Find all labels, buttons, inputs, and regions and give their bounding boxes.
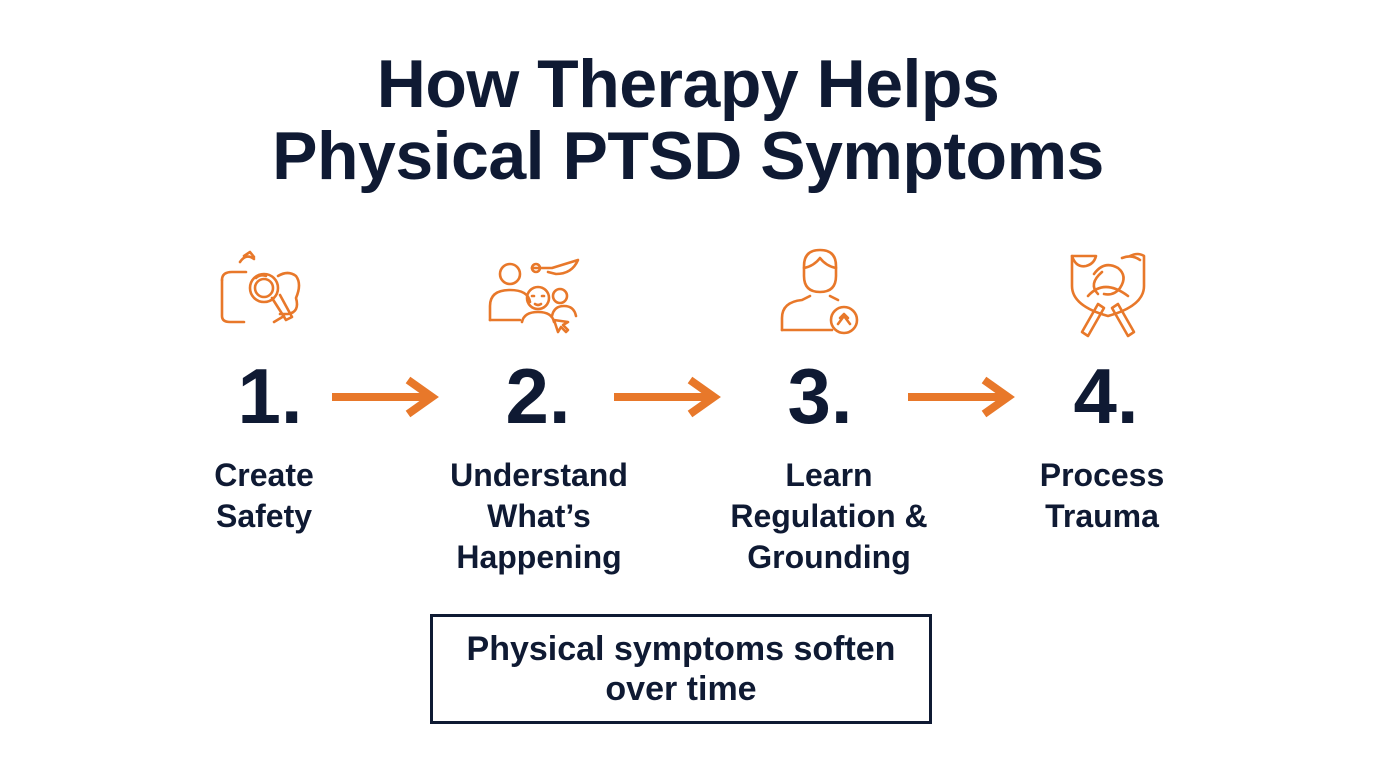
safety-magnifier-icon xyxy=(212,240,312,340)
step-1-label-line: Create xyxy=(214,457,314,493)
step-4-label-line: Process xyxy=(1039,457,1165,493)
step-1-number: 1. xyxy=(237,352,303,440)
step-1-label: Create Safety xyxy=(144,455,384,537)
step-2-label: Understand What’s Happening xyxy=(419,455,659,578)
step-2-number: 2. xyxy=(505,352,571,440)
step-3-label-line: Regulation & xyxy=(730,498,928,534)
person-regulation-icon xyxy=(770,242,870,342)
step-3-label: Learn Regulation & Grounding xyxy=(709,455,949,578)
arrow-2-to-3 xyxy=(610,372,722,422)
step-2-label-line: What’s xyxy=(487,498,591,534)
step-3-label-line: Learn xyxy=(785,457,873,493)
step-3-label-line: Grounding xyxy=(747,539,911,575)
trauma-processing-icon xyxy=(1058,244,1158,344)
title-line-2: Physical PTSD Symptoms xyxy=(272,118,1104,194)
page-title: How Therapy Helps Physical PTSD Symptoms xyxy=(0,48,1376,192)
arrow-3-to-4 xyxy=(904,372,1016,422)
step-4-label: Process Trauma xyxy=(982,455,1222,537)
step-1-label-line: Safety xyxy=(215,498,313,534)
step-2-label-line: Happening xyxy=(456,539,622,575)
step-4-label-line: Trauma xyxy=(1045,498,1159,534)
step-4-number: 4. xyxy=(1073,352,1139,440)
arrow-1-to-2 xyxy=(328,372,440,422)
step-2-label-line: Understand xyxy=(450,457,628,493)
people-understanding-icon xyxy=(482,250,582,350)
summary-box: Physical symptoms soften over time xyxy=(430,614,932,724)
step-3-number: 3. xyxy=(787,352,853,440)
title-line-1: How Therapy Helps xyxy=(376,46,1000,122)
summary-text: Physical symptoms soften over time xyxy=(466,630,896,708)
